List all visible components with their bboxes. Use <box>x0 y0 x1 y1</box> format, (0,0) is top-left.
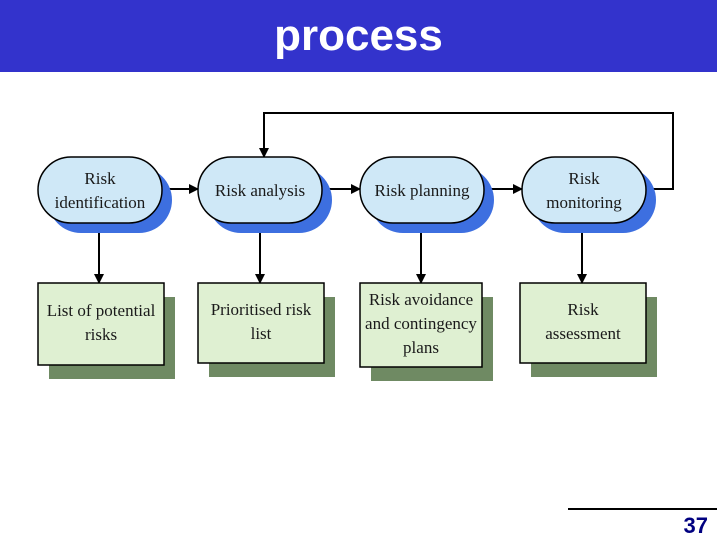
output-label: and contingency <box>365 314 477 333</box>
output-label: risks <box>85 325 117 344</box>
output-label: assessment <box>545 324 621 343</box>
output-box <box>37 282 165 366</box>
output-prioritised-list: Prioritised risk list <box>197 282 335 377</box>
process-nodes: Risk identification Risk analysis Risk plan… <box>37 156 656 233</box>
output-assessment: Risk assessment <box>519 282 657 377</box>
page-number: 37 <box>683 513 708 538</box>
output-nodes: List of potential risks Prioritised risk li… <box>37 282 657 381</box>
footer-line <box>568 508 717 510</box>
process-planning: Risk planning <box>359 156 494 233</box>
feedback-arrow <box>259 112 674 190</box>
output-box <box>519 282 647 364</box>
output-label: plans <box>403 338 439 357</box>
process-box <box>359 156 485 224</box>
process-analysis: Risk analysis <box>197 156 332 233</box>
process-identification: Risk identification <box>37 156 172 233</box>
process-label: Risk <box>84 169 116 188</box>
title-bar: process <box>0 0 717 72</box>
process-label: Risk analysis <box>215 181 305 200</box>
process-box <box>521 156 647 224</box>
output-label: List of potential <box>47 301 156 320</box>
process-label: Risk planning <box>375 181 470 200</box>
output-potential-risks: List of potential risks <box>37 282 175 379</box>
output-label: Prioritised risk <box>211 300 312 319</box>
process-box <box>37 156 163 224</box>
process-monitoring: Risk monitoring <box>521 156 656 233</box>
process-box <box>197 156 323 224</box>
process-label: Risk <box>568 169 600 188</box>
output-label: Risk <box>567 300 599 319</box>
process-label: identification <box>55 193 146 212</box>
output-box <box>197 282 325 364</box>
output-label: list <box>251 324 272 343</box>
output-box <box>359 282 483 368</box>
process-label: monitoring <box>546 193 622 212</box>
output-avoidance-plans: Risk avoidance and contingency plans <box>359 282 493 381</box>
output-label: Risk avoidance <box>369 290 473 309</box>
slide-title: process <box>274 11 443 60</box>
